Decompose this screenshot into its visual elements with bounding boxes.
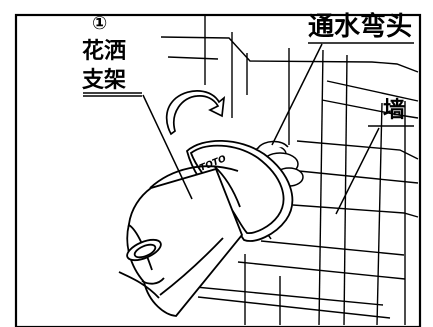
shower-holder-inner-curve (141, 277, 165, 285)
wall-grid-line-10 (184, 285, 384, 306)
callout-lines (83, 42, 414, 215)
wall-grid-vertical-5 (318, 49, 324, 326)
rotation-indicator (165, 90, 226, 136)
elbow-callout-line (271, 43, 323, 146)
part-label-line-2: 支架 (82, 67, 126, 93)
wall-grid-line-9 (237, 261, 406, 280)
wall-grid-line-8 (260, 240, 405, 256)
step-number: ① (92, 13, 107, 34)
shower-holder-opening-inner (133, 243, 157, 259)
shower-holder-bottom-curve (118, 271, 160, 299)
shower-holder (118, 139, 294, 317)
wall-grid-vertical-6 (343, 54, 348, 326)
wall-grid-line-6 (298, 170, 419, 184)
wall-grid-line-4 (321, 99, 419, 119)
wall-callout-line (335, 127, 380, 215)
wall-grid-line-1 (160, 36, 419, 73)
diagram-frame (14, 13, 422, 327)
wall-grid-line-11 (197, 296, 391, 319)
shower-holder-side-edge (213, 165, 241, 208)
wall-grid-vertical-7 (376, 102, 383, 326)
wall-grid-line-2 (167, 56, 219, 60)
elbow-pipe-highlight (257, 140, 289, 149)
rotation-arrow-icon (165, 90, 226, 136)
shower-holder-bottom-edge (159, 237, 224, 296)
wall-grid-line-7 (292, 204, 419, 218)
wall-tiles (160, 15, 419, 326)
wall-label: 墙 (383, 98, 405, 123)
wall-grid-line-5 (296, 140, 419, 160)
part-callout-line (142, 94, 193, 200)
wall-grid-line-3 (326, 80, 419, 102)
shower-holder-top-edge (149, 165, 239, 189)
part-label-line-1: 花洒 (82, 38, 126, 64)
elbow-label: 通水弯头 (308, 11, 412, 42)
